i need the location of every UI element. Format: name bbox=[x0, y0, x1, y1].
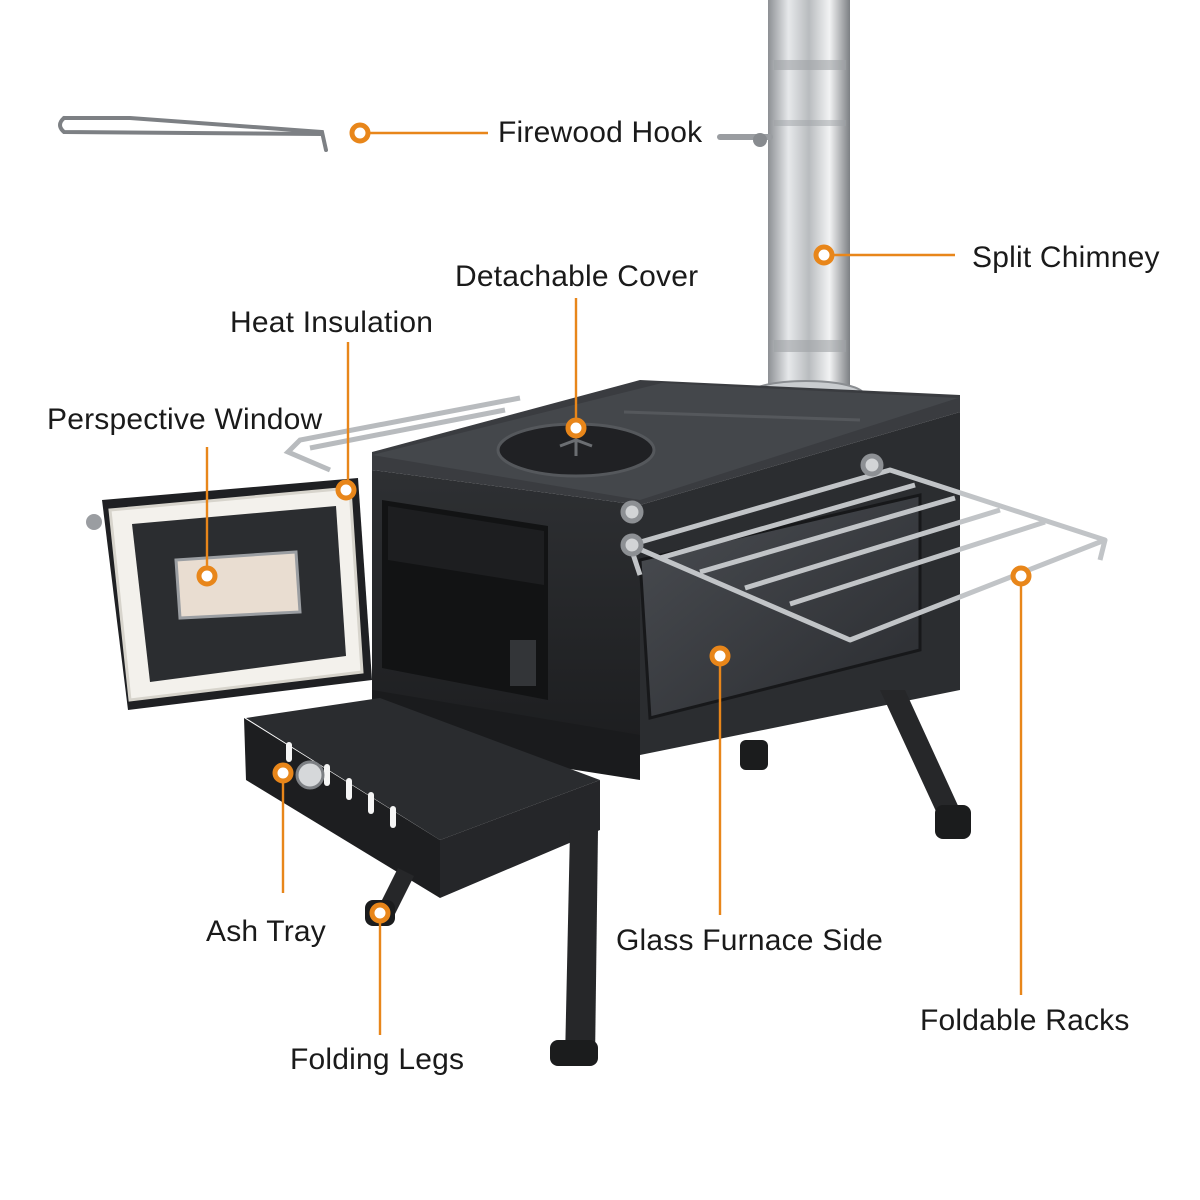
label-firewood-hook: Firewood Hook bbox=[498, 116, 703, 149]
dot-folding-legs bbox=[369, 902, 391, 924]
dot-ash-tray bbox=[272, 762, 294, 784]
label-split-chimney: Split Chimney bbox=[972, 241, 1160, 274]
dot-glass-furnace-side bbox=[709, 645, 731, 667]
leader-lines bbox=[205, 131, 1023, 1035]
label-ash-tray: Ash Tray bbox=[206, 915, 326, 948]
rear-rack bbox=[283, 395, 521, 473]
firewood-hook-wire bbox=[58, 116, 328, 152]
dot-split-chimney bbox=[813, 244, 835, 266]
dot-foldable-racks bbox=[1010, 565, 1032, 587]
label-heat-insulation: Heat Insulation bbox=[230, 306, 434, 339]
dot-heat-insulation bbox=[335, 479, 357, 501]
dot-perspective-window bbox=[196, 565, 218, 587]
label-foldable-racks: Foldable Racks bbox=[920, 1004, 1130, 1037]
dot-firewood-hook bbox=[349, 122, 371, 144]
label-detachable-cover: Detachable Cover bbox=[455, 260, 699, 293]
chimney-pipe bbox=[717, 0, 865, 410]
stove-body bbox=[372, 380, 960, 780]
label-perspective-window: Perspective Window bbox=[47, 403, 323, 436]
label-folding-legs: Folding Legs bbox=[290, 1043, 465, 1076]
folding-legs bbox=[365, 690, 971, 1066]
label-glass-furnace-side: Glass Furnace Side bbox=[616, 924, 884, 957]
dot-detachable-cover bbox=[565, 417, 587, 439]
open-door bbox=[86, 478, 372, 710]
ash-tray-drawer bbox=[244, 698, 600, 898]
foldable-rack-wire bbox=[620, 453, 1108, 643]
callout-dots bbox=[196, 122, 1032, 924]
